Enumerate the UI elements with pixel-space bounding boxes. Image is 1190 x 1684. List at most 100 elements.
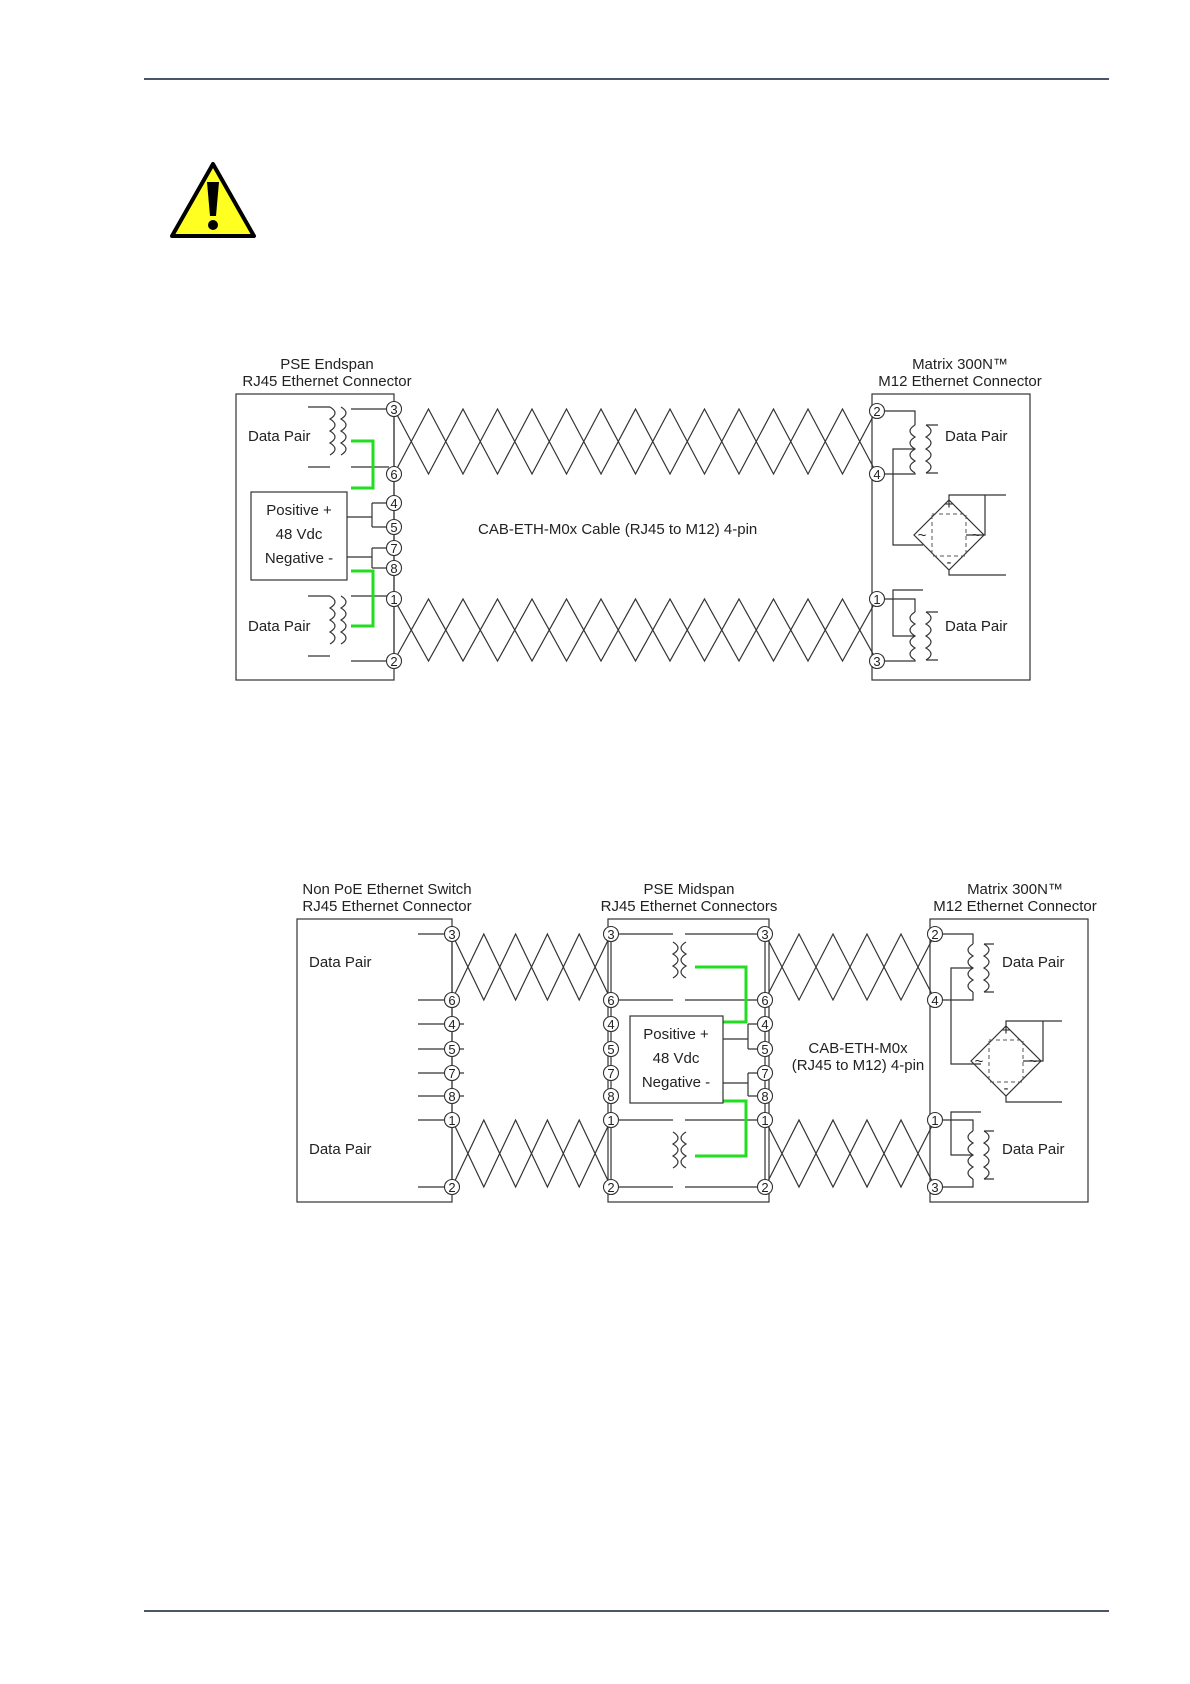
svg-text:1: 1 — [607, 1113, 614, 1128]
power-supply-box — [250, 491, 348, 581]
pin-2: 2 — [756, 1178, 774, 1196]
pin-1: 1 — [868, 590, 886, 608]
svg-text:4: 4 — [931, 993, 938, 1008]
svg-text:4: 4 — [761, 1017, 768, 1032]
bridge-inner — [988, 1039, 1024, 1083]
svg-text:4: 4 — [448, 1017, 455, 1032]
device-subtitle: M12 Ethernet Connector — [878, 373, 1041, 390]
transformer-coil — [339, 595, 347, 645]
pin-1: 1 — [756, 1111, 774, 1129]
svg-text:1: 1 — [448, 1113, 455, 1128]
midspan-right-leads — [685, 933, 765, 1188]
svg-text:4: 4 — [873, 467, 880, 482]
twisted-pair-top-left — [451, 932, 612, 1002]
svg-text:3: 3 — [931, 1180, 938, 1195]
svg-text:6: 6 — [761, 993, 768, 1008]
transformer-pin-leads — [935, 933, 974, 1188]
svg-text:3: 3 — [873, 654, 880, 669]
transformer-leads — [308, 406, 330, 657]
data-pair-label: Data Pair — [248, 428, 311, 445]
svg-text:2: 2 — [873, 404, 880, 419]
cable-label-detail: (RJ45 to M12) 4-pin — [792, 1057, 925, 1074]
svg-text:3: 3 — [390, 402, 397, 417]
svg-text:8: 8 — [448, 1089, 455, 1104]
pin-6: 6 — [756, 991, 774, 1009]
pin-8: 8 — [385, 559, 403, 577]
data-pair-label: Data Pair — [1002, 1141, 1065, 1158]
pin-4: 4 — [868, 465, 886, 483]
svg-text:7: 7 — [761, 1066, 768, 1081]
svg-text:6: 6 — [390, 467, 397, 482]
transformer-coil — [680, 941, 688, 979]
endspan-subtitle: RJ45 Ethernet Connector — [242, 373, 411, 390]
pin-4: 4 — [602, 1015, 620, 1033]
svg-text:8: 8 — [761, 1089, 768, 1104]
twisted-pair-bottom-left — [451, 1118, 612, 1189]
footer-rule — [144, 1610, 1109, 1612]
pin-3: 3 — [385, 400, 403, 418]
svg-text:6: 6 — [607, 993, 614, 1008]
psu-negative-label: Negative - — [265, 550, 333, 567]
svg-text:3: 3 — [448, 927, 455, 942]
transformer-coil — [328, 595, 336, 645]
pin-7: 7 — [443, 1064, 461, 1082]
svg-text:2: 2 — [448, 1180, 455, 1195]
switch-data-leads — [418, 933, 452, 1188]
device-subtitle: M12 Ethernet Connector — [933, 898, 1096, 915]
psu-voltage-label: 48 Vdc — [653, 1050, 700, 1067]
transformer-coil — [671, 941, 679, 979]
twisted-pair-top-right — [764, 932, 936, 1002]
pin-1: 1 — [443, 1111, 461, 1129]
svg-text:1: 1 — [390, 592, 397, 607]
svg-text:7: 7 — [390, 541, 397, 556]
svg-text:1: 1 — [931, 1113, 938, 1128]
cable-label: CAB-ETH-M0x Cable (RJ45 to M12) 4-pin — [478, 521, 757, 538]
switch-unused-pins — [418, 1023, 464, 1097]
pin-8: 8 — [756, 1087, 774, 1105]
psu-positive-label: Positive + — [643, 1026, 709, 1043]
bridge-plus: + — [1002, 1022, 1011, 1039]
bridge-output-wires — [948, 494, 1006, 576]
transformer-pin-leads — [351, 408, 389, 662]
pin-6: 6 — [385, 465, 403, 483]
svg-text:8: 8 — [390, 561, 397, 576]
midspan-wiring-diagram: Non PoE Ethernet Switch RJ45 Ethernet Co… — [296, 881, 1097, 1203]
device-title: Matrix 300N™ — [912, 356, 1008, 373]
pin-8: 8 — [443, 1087, 461, 1105]
pin-2: 2 — [443, 1178, 461, 1196]
pin-5: 5 — [602, 1040, 620, 1058]
svg-text:5: 5 — [448, 1042, 455, 1057]
bridge-plus: + — [945, 496, 954, 513]
power-supply-box — [629, 1015, 724, 1104]
pin-6: 6 — [443, 991, 461, 1009]
data-pair-label: Data Pair — [248, 618, 311, 635]
pin-4: 4 — [926, 991, 944, 1009]
svg-text:7: 7 — [607, 1066, 614, 1081]
svg-text:8: 8 — [607, 1089, 614, 1104]
transformer-coil — [680, 1131, 688, 1169]
pin-5: 5 — [443, 1040, 461, 1058]
transformer-leads — [984, 943, 994, 1180]
device-connector-box — [871, 393, 1031, 681]
pin-3: 3 — [868, 652, 886, 670]
pin-2: 2 — [385, 652, 403, 670]
transformer-coil — [671, 1131, 679, 1169]
pin-1: 1 — [385, 590, 403, 608]
data-pair-label: Data Pair — [945, 428, 1008, 445]
svg-text:4: 4 — [607, 1017, 614, 1032]
header-rule — [144, 78, 1109, 80]
switch-subtitle: RJ45 Ethernet Connector — [302, 898, 471, 915]
psu-voltage-label: 48 Vdc — [276, 526, 323, 543]
svg-text:2: 2 — [761, 1180, 768, 1195]
device-title: Matrix 300N™ — [967, 881, 1063, 898]
twisted-pair-bottom — [393, 597, 878, 663]
center-tap-wire — [351, 569, 375, 628]
bridge-ac: ~ — [918, 527, 927, 544]
transformer-coil — [924, 611, 932, 661]
midspan-left-leads — [611, 933, 673, 1188]
data-pair-label: Data Pair — [309, 1141, 372, 1158]
midspan-pin-rails — [610, 934, 766, 1187]
svg-text:2: 2 — [390, 654, 397, 669]
pin-2: 2 — [602, 1178, 620, 1196]
psu-pin-bus — [723, 1023, 760, 1097]
